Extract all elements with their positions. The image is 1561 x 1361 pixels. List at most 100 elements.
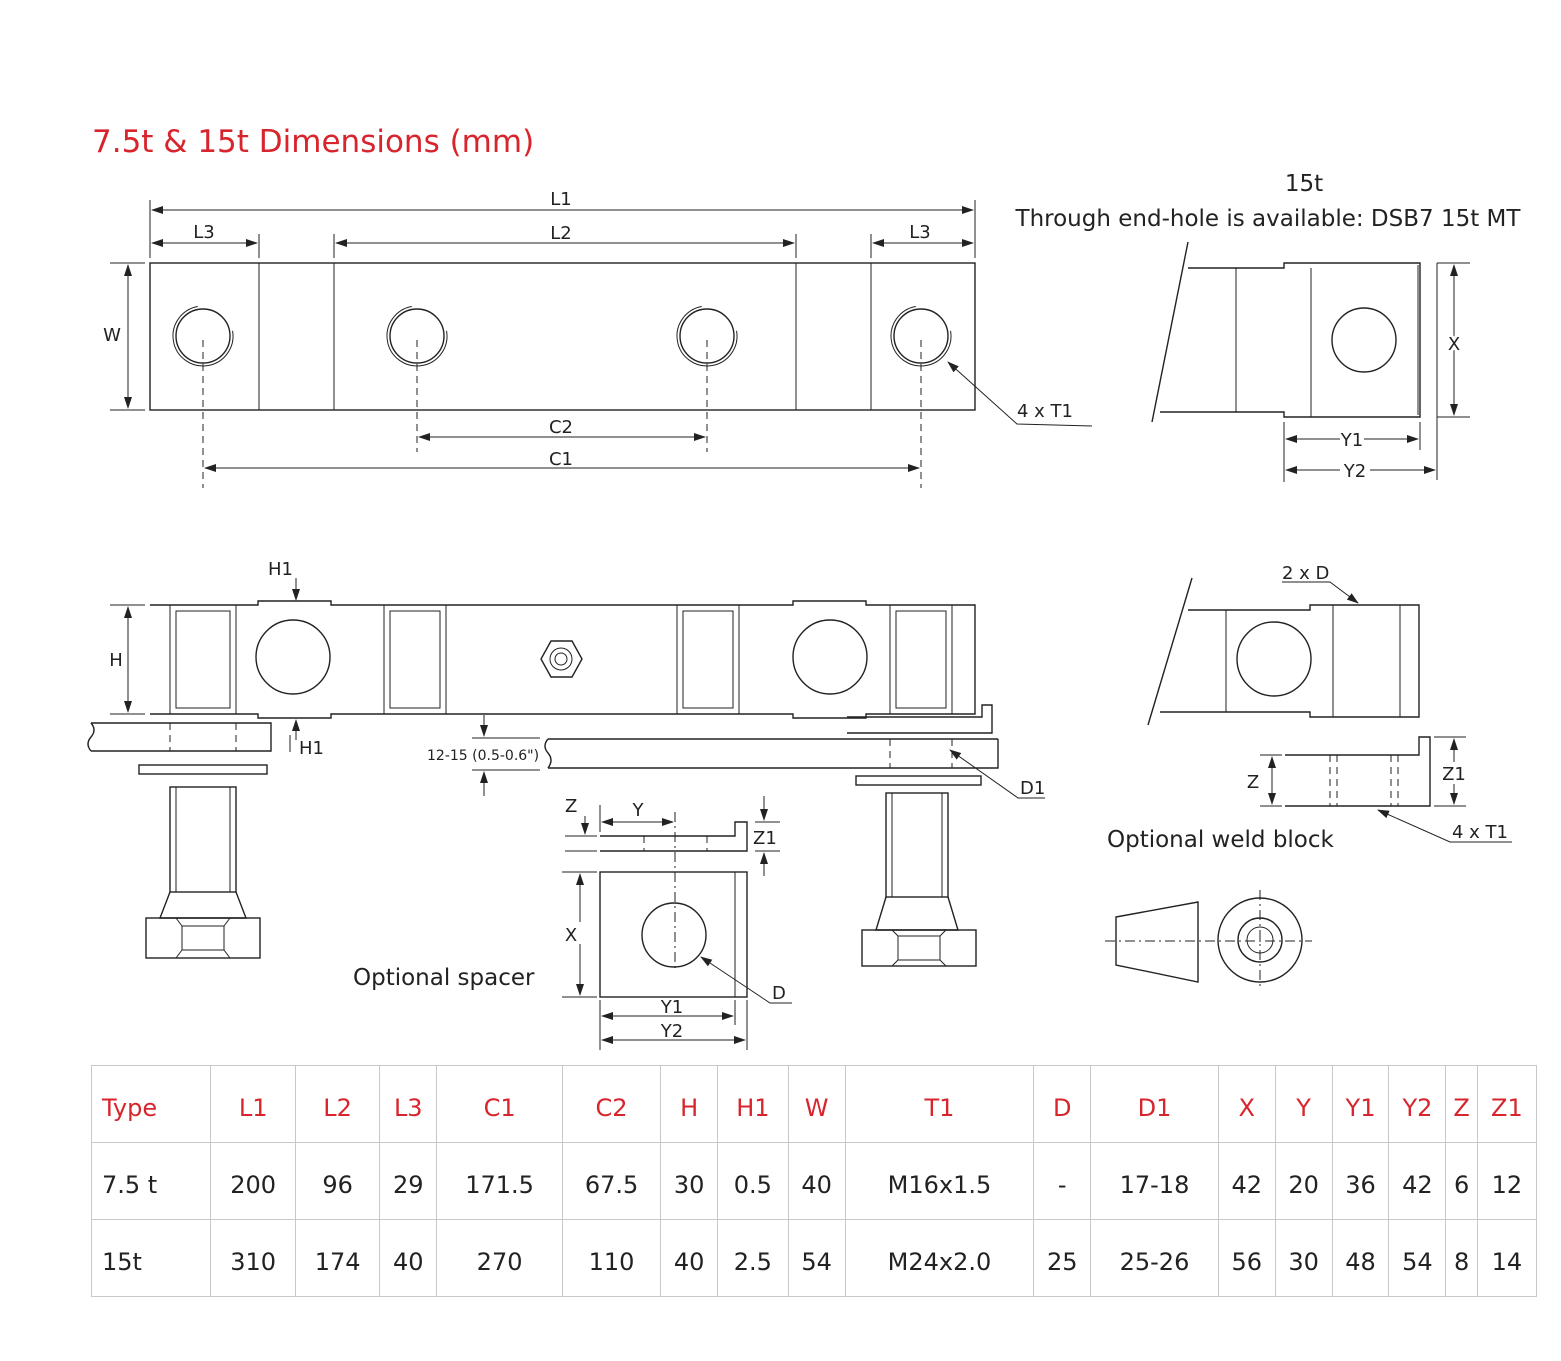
table-cell: 48 xyxy=(1331,1219,1390,1297)
table-cell: 54 xyxy=(787,1219,846,1297)
weld-block-caption: Optional weld block xyxy=(1107,827,1335,853)
column-header: Y xyxy=(1274,1065,1333,1143)
table-cell: 0.5 xyxy=(717,1142,789,1220)
table-cell: 171.5 xyxy=(436,1142,563,1220)
table-cell: M24x2.0 xyxy=(844,1219,1035,1297)
table-cell: 56 xyxy=(1217,1219,1276,1297)
end-view-15t: 15t Through end-hole is available: DSB7 … xyxy=(1015,171,1522,482)
dim-label-Y1: Y1 xyxy=(1340,430,1363,451)
dim-label-L2: L2 xyxy=(550,223,571,244)
table-cell: 42 xyxy=(1388,1142,1447,1220)
table-cell: 174 xyxy=(294,1219,381,1297)
technical-drawing: L1 L3 L2 L3 W C2 C1 4 x T1 15t Through e… xyxy=(87,171,1522,1050)
table-cell: 36 xyxy=(1331,1142,1390,1220)
dim-label-X: X xyxy=(1448,334,1460,355)
page-title: 7.5t & 15t Dimensions (mm) xyxy=(92,124,535,160)
dim-label-Y1: Y1 xyxy=(660,997,683,1018)
column-header: L1 xyxy=(210,1065,296,1143)
dim-label-H1: H1 xyxy=(299,738,324,759)
top-view: L1 L3 L2 L3 W C2 C1 4 x T1 xyxy=(103,189,1093,488)
table-cell: 2.5 xyxy=(717,1219,789,1297)
table-cell: 42 xyxy=(1217,1142,1276,1220)
column-header: X xyxy=(1217,1065,1276,1143)
column-header: C1 xyxy=(436,1065,563,1143)
dim-label-L3: L3 xyxy=(909,222,930,243)
dim-label-H: H xyxy=(109,650,123,671)
side-view: H H1 H1 12-15 (0.5-0.6") xyxy=(87,559,1045,967)
spacer-drawing: Z Y Z1 X D Y1 Y2 Optional spacer xyxy=(353,796,792,1050)
table-cell: 30 xyxy=(1274,1219,1333,1297)
end-view-heading: 15t xyxy=(1285,171,1323,197)
table-cell: 96 xyxy=(294,1142,381,1220)
table-row: 7.5 t 200 96 29 171.5 67.5 30 0.5 40 M16… xyxy=(90,1142,1538,1220)
dim-label-Z1: Z1 xyxy=(1442,764,1466,785)
dim-label-D1: D1 xyxy=(1020,778,1045,799)
dim-label-W: W xyxy=(103,325,121,346)
table-cell: M16x1.5 xyxy=(844,1142,1035,1220)
spacer-caption: Optional spacer xyxy=(353,965,535,991)
dim-label-Z: Z xyxy=(1247,772,1259,793)
table-cell: - xyxy=(1033,1142,1092,1220)
column-header: Y1 xyxy=(1331,1065,1390,1143)
column-header: D xyxy=(1033,1065,1092,1143)
table-cell: 40 xyxy=(660,1219,719,1297)
table-cell: 17-18 xyxy=(1090,1142,1219,1220)
dim-label-gap: 12-15 (0.5-0.6") xyxy=(427,748,539,764)
dim-label-2xD: 2 x D xyxy=(1282,563,1329,584)
dimensions-table: Type L1 L2 L3 C1 C2 H H1 W T1 D D1 X Y Y… xyxy=(90,1065,1538,1297)
table-cell: 29 xyxy=(379,1142,438,1220)
dim-label-Z: Z xyxy=(565,796,577,817)
column-header: H1 xyxy=(717,1065,789,1143)
column-header: Z1 xyxy=(1476,1065,1538,1143)
mounting-hole xyxy=(172,305,234,367)
end-view-note: Through end-hole is available: DSB7 15t … xyxy=(1015,206,1522,232)
table-cell: 67.5 xyxy=(561,1142,662,1220)
table-cell: 40 xyxy=(787,1142,846,1220)
dim-label-X: X xyxy=(565,925,577,946)
table-cell: 25-26 xyxy=(1090,1219,1219,1297)
table-cell: 200 xyxy=(210,1142,296,1220)
column-header: W xyxy=(787,1065,846,1143)
table-row: 15t 310 174 40 270 110 40 2.5 54 M24x2.0… xyxy=(90,1219,1538,1297)
weld-block-drawing: 2 x D Z Z1 4 x T1 Optional weld block xyxy=(1105,563,1512,990)
dim-label-Y: Y xyxy=(632,800,645,821)
column-header: L2 xyxy=(294,1065,381,1143)
dim-label-C2: C2 xyxy=(549,417,573,438)
dim-label-T1: 4 x T1 xyxy=(1017,401,1073,422)
column-header: L3 xyxy=(379,1065,438,1143)
table-cell: 30 xyxy=(660,1142,719,1220)
column-header: T1 xyxy=(844,1065,1035,1143)
dim-label-C1: C1 xyxy=(549,449,573,470)
table-cell: 310 xyxy=(210,1219,296,1297)
table-header-row: Type L1 L2 L3 C1 C2 H H1 W T1 D D1 X Y Y… xyxy=(90,1065,1538,1143)
table-cell: 12 xyxy=(1476,1142,1538,1220)
table-cell: 40 xyxy=(379,1219,438,1297)
mounting-hole xyxy=(890,305,952,367)
table-cell: 25 xyxy=(1033,1219,1092,1297)
mounting-hole xyxy=(386,305,448,367)
table-cell: 270 xyxy=(436,1219,563,1297)
table-cell: 54 xyxy=(1388,1219,1447,1297)
mounting-hole xyxy=(676,305,738,367)
column-header: H xyxy=(660,1065,719,1143)
column-header: C2 xyxy=(561,1065,662,1143)
table-cell: 14 xyxy=(1476,1219,1538,1297)
table-cell: 20 xyxy=(1274,1142,1333,1220)
dim-label-L3: L3 xyxy=(193,222,214,243)
table-cell: 110 xyxy=(561,1219,662,1297)
dim-label-H1: H1 xyxy=(268,559,293,580)
table-cell: 8 xyxy=(1445,1219,1478,1297)
dim-label-Y2: Y2 xyxy=(660,1021,683,1042)
table-cell: 15t xyxy=(90,1219,212,1297)
dim-label-L1: L1 xyxy=(550,189,571,210)
column-header: Z xyxy=(1445,1065,1478,1143)
column-header: Type xyxy=(90,1065,212,1143)
table-cell: 7.5 t xyxy=(90,1142,212,1220)
dim-label-T1: 4 x T1 xyxy=(1452,822,1508,843)
dim-label-Y2: Y2 xyxy=(1343,461,1366,482)
table-cell: 6 xyxy=(1445,1142,1478,1220)
column-header: D1 xyxy=(1090,1065,1219,1143)
dim-label-Z1: Z1 xyxy=(753,828,777,849)
column-header: Y2 xyxy=(1388,1065,1447,1143)
dim-label-D: D xyxy=(772,983,786,1004)
